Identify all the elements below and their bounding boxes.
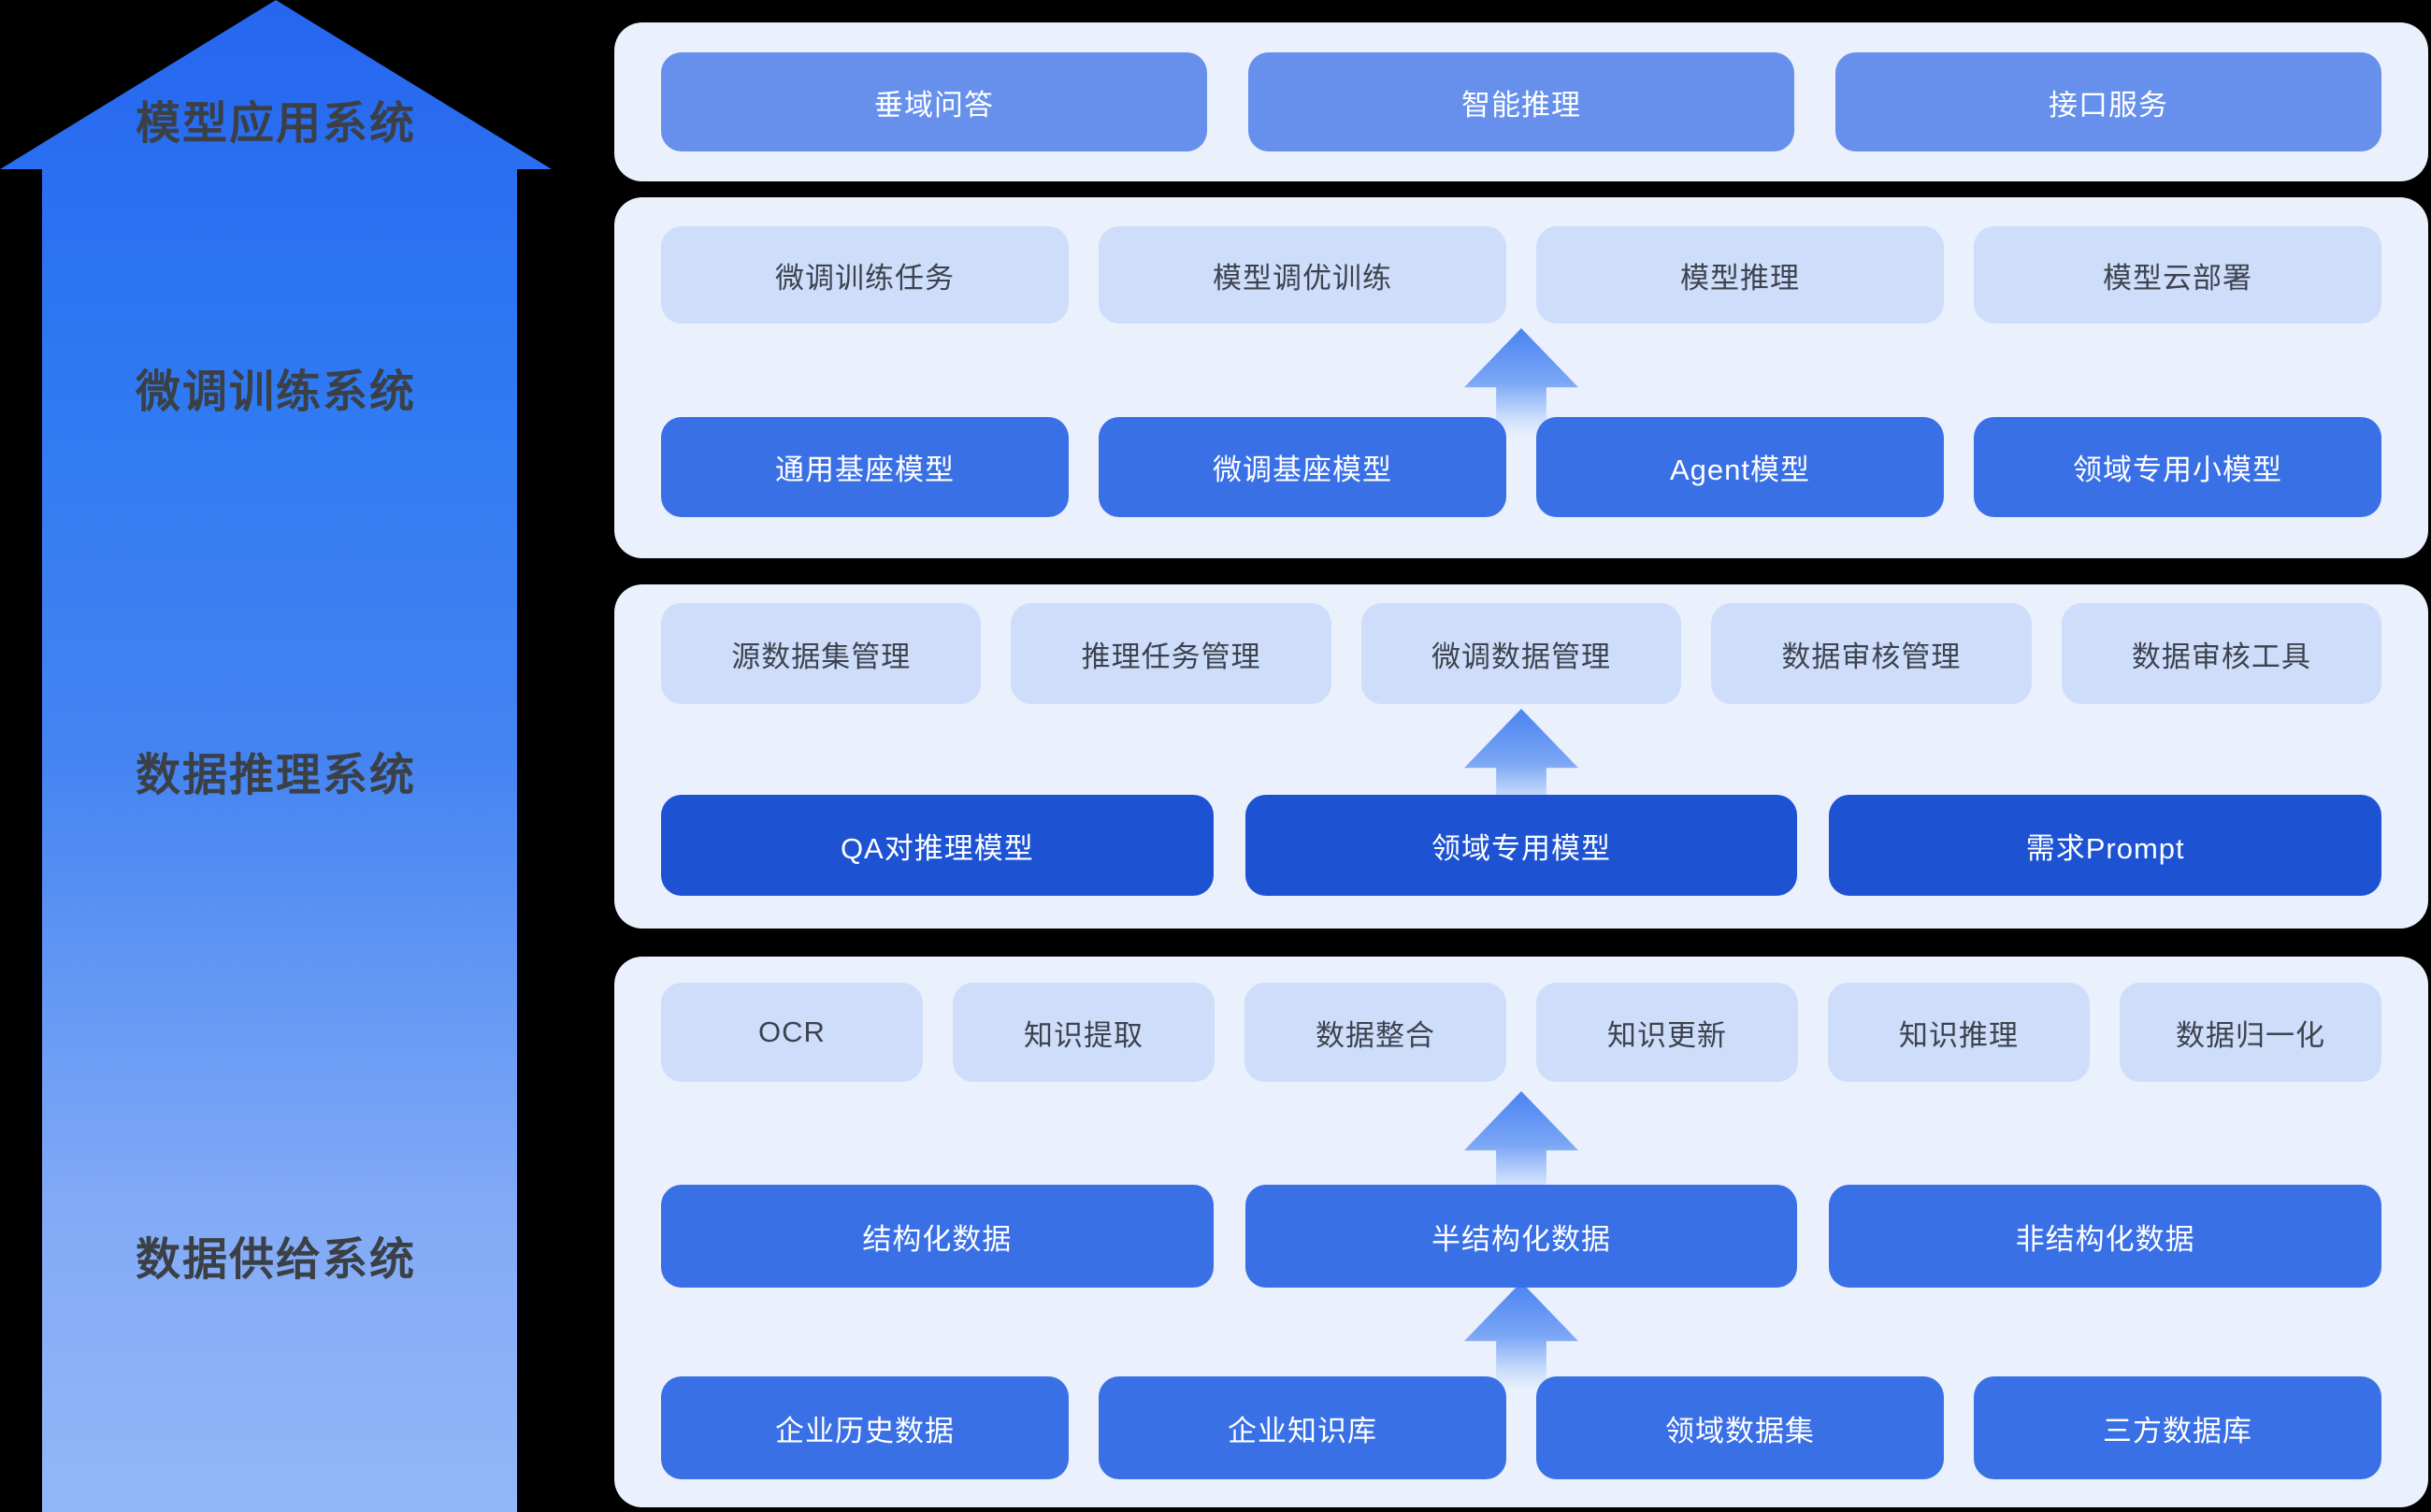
node-domain-dataset: 领域数据集 (1536, 1376, 1944, 1479)
arrow-up-icon (1464, 1091, 1578, 1199)
node-finetune-data-mgmt: 微调数据管理 (1360, 603, 1682, 704)
row-data-sources: 企业历史数据 企业知识库 领域数据集 三方数据库 (614, 1376, 2428, 1479)
node-knowledge-inference: 知识推理 (1828, 983, 2090, 1082)
row-inference-models: QA对推理模型 领域专用模型 需求Prompt (614, 795, 2428, 896)
node-source-dataset-mgmt: 源数据集管理 (661, 603, 982, 704)
node-ocr: OCR (661, 983, 923, 1082)
big-up-arrow (0, 0, 552, 1512)
row-base-models: 通用基座模型 微调基座模型 Agent模型 领域专用小模型 (614, 417, 2428, 517)
arrow-up-icon (1464, 1282, 1578, 1390)
node-inference-task-mgmt: 推理任务管理 (1011, 603, 1331, 704)
node-knowledge-extraction: 知识提取 (953, 983, 1215, 1082)
node-qa-pair-inference-model: QA对推理模型 (661, 795, 1214, 896)
node-intelligent-inference: 智能推理 (1248, 52, 1794, 151)
row-training-tasks: 微调训练任务 模型调优训练 模型推理 模型云部署 (614, 226, 2428, 324)
system-label-data-inference: 数据推理系统 (135, 751, 416, 800)
node-model-inference: 模型推理 (1536, 226, 1944, 324)
node-data-review-tool: 数据审核工具 (2061, 603, 2382, 704)
system-label-fine-tune-training: 微调训练系统 (135, 367, 416, 417)
panel-model-application-system: 垂域问答 智能推理 接口服务 (614, 22, 2428, 181)
node-semi-structured-data: 半结构化数据 (1244, 1185, 1798, 1288)
node-data-normalization: 数据归一化 (2120, 983, 2381, 1082)
node-enterprise-knowledge-base: 企业知识库 (1099, 1376, 1506, 1479)
row-data-processing: OCR 知识提取 数据整合 知识更新 知识推理 数据归一化 (614, 983, 2428, 1082)
panel-data-inference-system: 源数据集管理 推理任务管理 微调数据管理 数据审核管理 数据审核工具 QA对推理… (614, 584, 2428, 929)
node-enterprise-history-data: 企业历史数据 (661, 1376, 1069, 1479)
node-agent-model: Agent模型 (1536, 417, 1944, 517)
row-application-services: 垂域问答 智能推理 接口服务 (614, 52, 2428, 151)
node-finetune-training-task: 微调训练任务 (661, 226, 1069, 324)
node-unstructured-data: 非结构化数据 (1829, 1185, 2382, 1288)
panel-fine-tune-training-system: 微调训练任务 模型调优训练 模型推理 模型云部署 通用基座模型 微调基座模型 A… (614, 197, 2428, 558)
node-data-integration: 数据整合 (1244, 983, 1506, 1082)
node-vertical-domain-qa: 垂域问答 (661, 52, 1207, 151)
node-domain-specific-model: 领域专用模型 (1244, 795, 1798, 896)
node-model-cloud-deploy: 模型云部署 (1974, 226, 2381, 324)
node-model-tuning-training: 模型调优训练 (1099, 226, 1506, 324)
system-label-model-application: 模型应用系统 (135, 99, 416, 149)
node-requirement-prompt: 需求Prompt (1829, 795, 2382, 896)
row-data-types: 结构化数据 半结构化数据 非结构化数据 (614, 1185, 2428, 1288)
node-general-base-model: 通用基座模型 (661, 417, 1069, 517)
node-api-service: 接口服务 (1835, 52, 2381, 151)
node-knowledge-update: 知识更新 (1536, 983, 1798, 1082)
row-data-management: 源数据集管理 推理任务管理 微调数据管理 数据审核管理 数据审核工具 (614, 603, 2428, 704)
node-third-party-database: 三方数据库 (1974, 1376, 2381, 1479)
system-label-data-supply: 数据供给系统 (135, 1235, 416, 1285)
node-data-review-mgmt: 数据审核管理 (1711, 603, 2032, 704)
node-domain-small-model: 领域专用小模型 (1974, 417, 2381, 517)
node-structured-data: 结构化数据 (661, 1185, 1214, 1288)
panel-data-supply-system: OCR 知识提取 数据整合 知识更新 知识推理 数据归一化 结构化数据 半结构化… (614, 957, 2428, 1507)
node-finetuned-base-model: 微调基座模型 (1099, 417, 1506, 517)
